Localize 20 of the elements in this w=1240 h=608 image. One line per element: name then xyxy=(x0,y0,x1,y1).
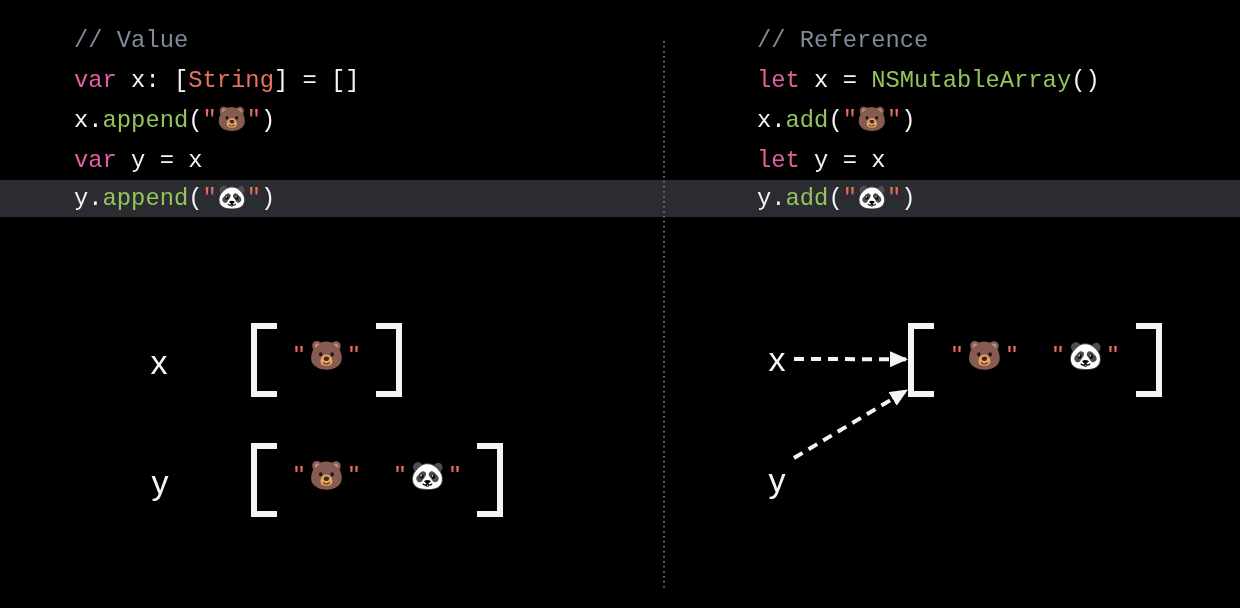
variable-label: y xyxy=(150,462,170,503)
highlight-band xyxy=(0,180,1240,217)
code-line: let y = x xyxy=(757,146,886,176)
code-line: // Reference xyxy=(757,26,929,56)
code-line: x.add("🐻") xyxy=(757,106,916,136)
string-literal: "🐻" xyxy=(294,342,364,370)
variable-label: y xyxy=(760,458,794,502)
code-line: x.append("🐻") xyxy=(74,106,276,136)
code-line: var x: [String] = [] xyxy=(74,66,360,96)
code-line: var y = x xyxy=(74,146,203,176)
variable-label: x xyxy=(760,337,794,381)
string-literal: "🐻" xyxy=(952,342,1022,370)
code-line: let x = NSMutableArray() xyxy=(757,66,1100,96)
code-line: y.append("🐼") xyxy=(74,184,276,214)
dashed-arrow xyxy=(792,387,910,460)
code-line: // Value xyxy=(74,26,189,56)
code-line: y.add("🐼") xyxy=(757,184,916,214)
string-literal: "🐻" xyxy=(294,462,364,490)
variable-label: x xyxy=(149,342,169,383)
dashed-arrow xyxy=(794,351,908,368)
